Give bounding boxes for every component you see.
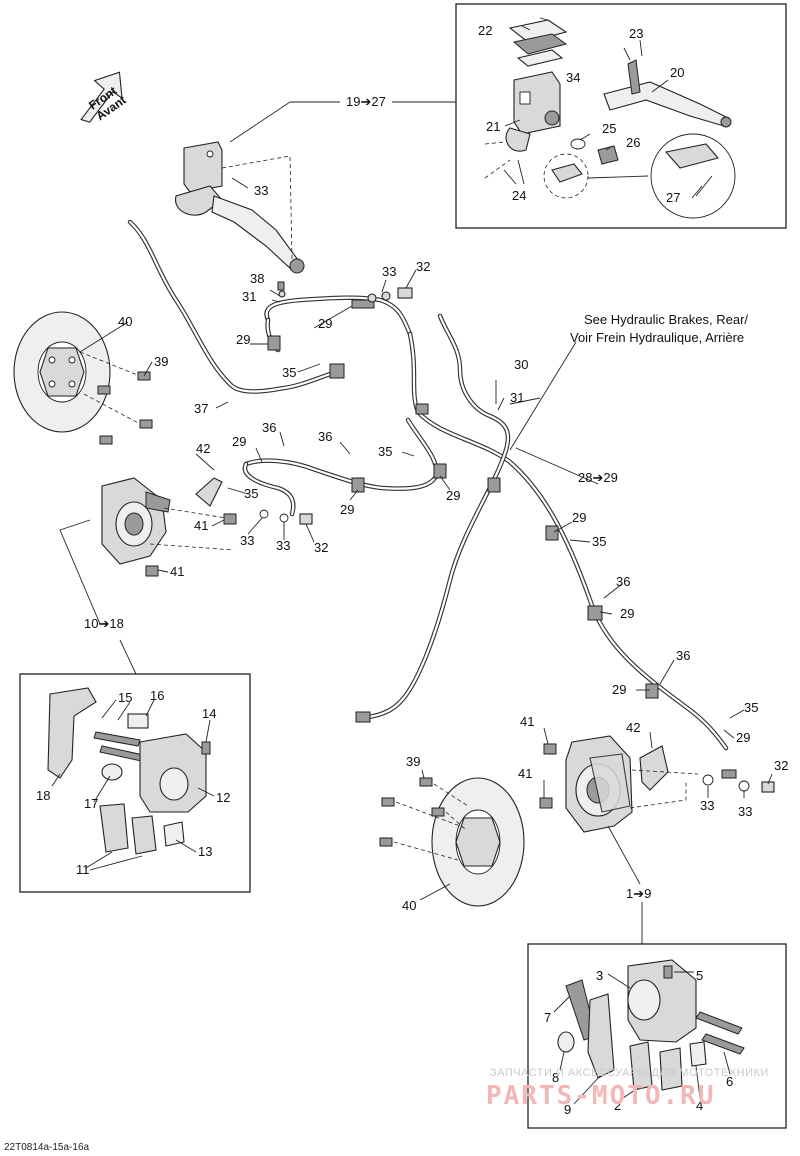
callout-13: 13 [198, 844, 212, 859]
callout-33-master: 33 [254, 183, 268, 198]
callout-26: 26 [626, 135, 640, 150]
callout-5: 5 [696, 968, 703, 983]
callout-3: 3 [596, 968, 603, 983]
callout-33-c: 33 [240, 533, 254, 548]
callout-14: 14 [202, 706, 216, 721]
callout-4: 4 [696, 1098, 703, 1113]
callout-29-d: 29 [340, 502, 354, 517]
callout-27: 27 [666, 190, 680, 205]
callout-36-c: 36 [616, 574, 630, 589]
right-brake-disc [379, 777, 525, 907]
callout-35-b: 35 [378, 444, 392, 459]
callout-33-e: 33 [700, 798, 714, 813]
callout-29-h: 29 [612, 682, 626, 697]
callout-33-f: 33 [738, 804, 752, 819]
front-master-cylinder [175, 141, 305, 274]
callout-38: 38 [250, 271, 264, 286]
callout-leaders [79, 177, 773, 901]
ref-10-18: 10➔18 [84, 616, 124, 631]
drawing-code: 22T0814a-15a-16a [4, 1142, 90, 1153]
callout-11: 11 [76, 862, 90, 877]
callout-31-b: 31 [510, 390, 524, 405]
callout-32-a: 32 [416, 259, 430, 274]
callout-33-d: 33 [276, 538, 290, 553]
ref-28-29: 28➔29 [578, 470, 618, 485]
callout-21: 21 [486, 119, 500, 134]
callout-6: 6 [726, 1074, 733, 1089]
callout-34: 34 [566, 70, 580, 85]
callout-39-left: 39 [154, 354, 168, 369]
callout-29-e: 29 [446, 488, 460, 503]
callout-24: 24 [512, 188, 526, 203]
callout-40-right: 40 [402, 898, 416, 913]
callout-35-c: 35 [244, 486, 258, 501]
callout-42-right: 42 [626, 720, 640, 735]
callout-35-a: 35 [282, 365, 296, 380]
callout-29-g: 29 [620, 606, 634, 621]
callout-33-b: 33 [382, 264, 396, 279]
callout-29-a: 29 [318, 316, 332, 331]
callout-39-right: 39 [406, 754, 420, 769]
callout-36-d: 36 [676, 648, 690, 663]
callout-35-d: 35 [592, 534, 606, 549]
callout-36-a: 36 [262, 420, 276, 435]
callout-41-b: 41 [170, 564, 184, 579]
callout-32-b: 32 [314, 540, 328, 555]
brake-lines [127, 219, 729, 751]
callout-40-left: 40 [118, 314, 132, 329]
callout-15: 15 [118, 690, 132, 705]
see-note-line1: See Hydraulic Brakes, Rear/ [584, 312, 748, 327]
leader-1-9 [607, 825, 641, 885]
front-direction-arrow: Front Avant [80, 71, 129, 123]
callout-30: 30 [514, 357, 528, 372]
master-cylinder-detail-box [455, 3, 787, 229]
callout-18: 18 [36, 788, 50, 803]
leader-10-18 [59, 519, 101, 625]
left-caliper-detail-box [19, 673, 251, 893]
callout-42-left: 42 [196, 441, 210, 456]
callout-20: 20 [670, 65, 684, 80]
callout-41-a: 41 [194, 518, 208, 533]
callout-22: 22 [478, 23, 492, 38]
callout-29-f: 29 [572, 510, 586, 525]
callout-29-c: 29 [232, 434, 246, 449]
callout-36-b: 36 [318, 429, 332, 444]
callout-32-c: 32 [774, 758, 788, 773]
callout-41-c: 41 [520, 714, 534, 729]
callout-23: 23 [629, 26, 643, 41]
left-front-caliper [101, 477, 313, 577]
callout-29-i: 29 [736, 730, 750, 745]
callout-31-a: 31 [242, 289, 256, 304]
callout-7: 7 [544, 1010, 551, 1025]
callout-9: 9 [564, 1102, 571, 1117]
callout-25: 25 [602, 121, 616, 136]
ref-1-9: 1➔9 [626, 886, 651, 901]
right-front-caliper [539, 735, 775, 833]
watermark-line2: PARTS-MOTO.RU [486, 1081, 716, 1111]
callout-41-d: 41 [518, 766, 532, 781]
see-note-line2: Voir Frein Hydraulique, Arrière [570, 330, 744, 345]
right-caliper-detail-box [527, 943, 787, 1129]
callout-2: 2 [614, 1098, 621, 1113]
callout-16: 16 [150, 688, 164, 703]
ref-19-27: 19➔27 [346, 94, 386, 109]
callout-37: 37 [194, 401, 208, 416]
callout-12: 12 [216, 790, 230, 805]
callout-8: 8 [552, 1070, 559, 1085]
callout-35-e: 35 [744, 700, 758, 715]
callout-17: 17 [84, 796, 98, 811]
callout-29-b: 29 [236, 332, 250, 347]
left-brake-disc [13, 311, 153, 445]
watermark-line1: ЗАПЧАСТИ И АКСЕССУАРЫ ДЛЯ МОТОТЕХНИКИ [490, 1067, 769, 1079]
